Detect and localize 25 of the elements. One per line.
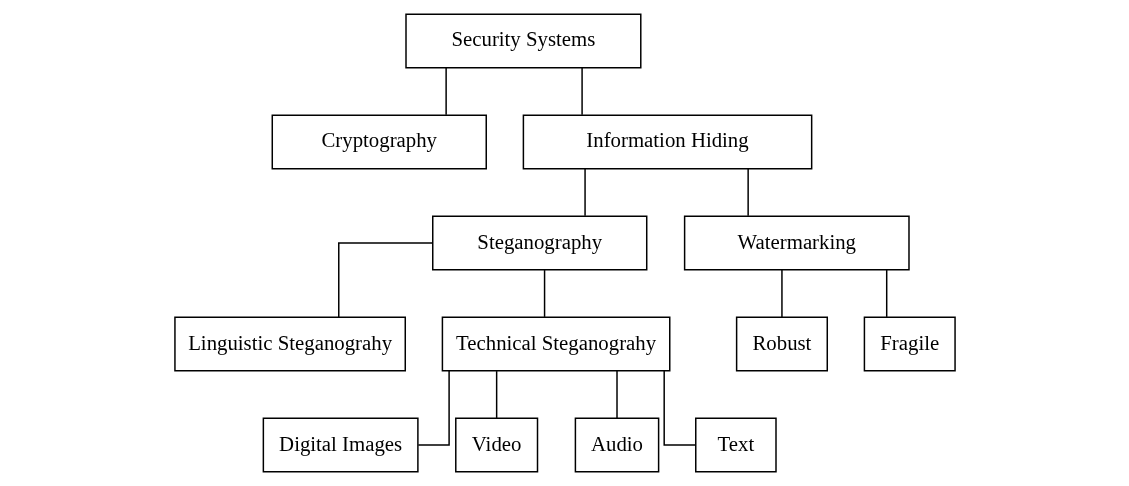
connector — [495, 370, 497, 419]
connector — [444, 67, 447, 116]
connector — [583, 168, 586, 217]
node-box: Security Systems — [404, 13, 642, 69]
node-box: Robust — [735, 316, 828, 372]
connector — [417, 370, 450, 446]
node-box: Steganography — [431, 215, 647, 271]
node-box: Linguistic Steganograhy — [173, 316, 406, 372]
connector — [337, 242, 433, 318]
connector — [662, 370, 696, 446]
connector — [746, 168, 749, 217]
connector — [780, 269, 783, 318]
connector — [615, 370, 618, 419]
connector — [543, 269, 545, 318]
node-box: Watermarking — [683, 215, 910, 271]
node-box: Fragile — [863, 316, 956, 372]
connector — [885, 269, 887, 318]
node-box: Cryptography — [271, 114, 487, 170]
node-box: Audio — [574, 417, 659, 473]
node-box: Text — [694, 417, 777, 473]
node-box: Video — [454, 417, 538, 473]
node-box: Information Hiding — [522, 114, 812, 170]
connector — [580, 67, 583, 116]
node-box: Digital Images — [262, 417, 419, 473]
node-box: Technical Steganograhy — [441, 316, 670, 372]
